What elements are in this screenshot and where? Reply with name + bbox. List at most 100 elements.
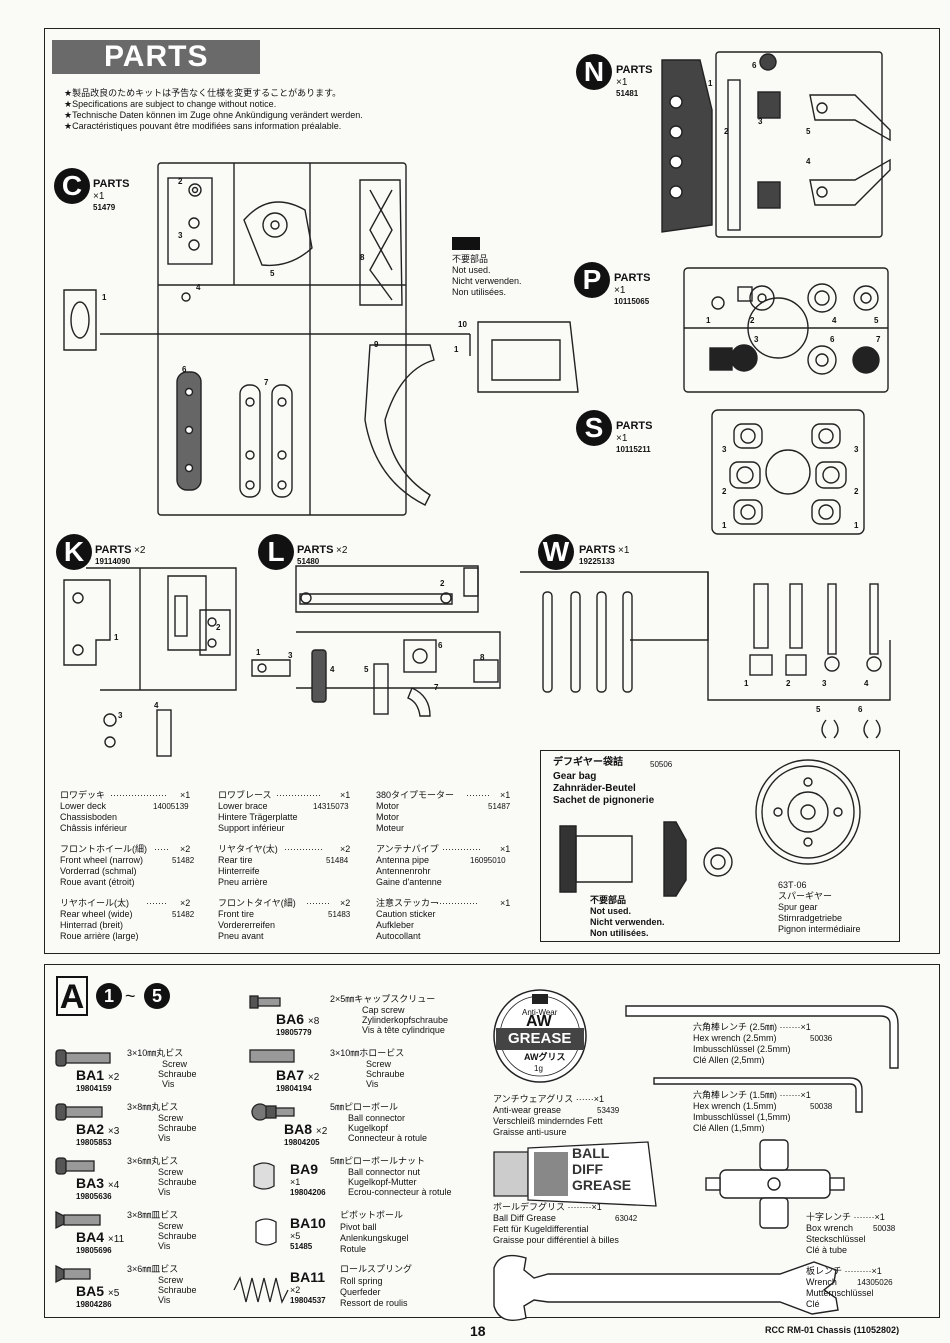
tool-fr: Clé Allen (2,5mm) bbox=[693, 1055, 765, 1065]
list-item-fr: Roue avant (étroit) bbox=[60, 877, 135, 887]
grease-code: 63042 bbox=[615, 1214, 638, 1223]
list-item-jp: ロワデッキ bbox=[60, 790, 106, 800]
sprue-n-qty: ×1 bbox=[616, 77, 628, 88]
tool-code: 14305026 bbox=[857, 1278, 893, 1287]
gear-bag-code: 50506 bbox=[650, 760, 673, 769]
part-number: 3 bbox=[722, 445, 727, 454]
notice-en: ★Specifications are subject to change wi… bbox=[64, 99, 277, 109]
screw-jp: 3×10㎜ホロービス bbox=[330, 1048, 405, 1058]
sprue-p-code: 10115065 bbox=[614, 297, 650, 306]
gear-bag-drawing bbox=[559, 759, 861, 897]
screw-fr: Ecrou-connecteur à rotule bbox=[348, 1187, 452, 1197]
part-number: 5 bbox=[816, 705, 821, 714]
screw-number: 19804205 bbox=[284, 1138, 320, 1147]
step-tilde: ~ bbox=[125, 986, 136, 1006]
part-number: 3 bbox=[178, 231, 183, 240]
aw-logo-word: GREASE bbox=[508, 1030, 572, 1047]
part-number: 1 bbox=[706, 316, 711, 325]
screw-de: Anlenkungskugel bbox=[340, 1233, 409, 1243]
screw-jp: 3×8㎜丸ビス bbox=[127, 1102, 179, 1112]
tool-jp: 板レンチ ·········×1 bbox=[806, 1266, 882, 1276]
sprue-l-qty: ×2 bbox=[336, 545, 348, 556]
sprue-n-code: 51481 bbox=[616, 89, 639, 98]
grease-code: 53439 bbox=[597, 1106, 620, 1115]
screw-qty: ×5 bbox=[290, 1231, 301, 1241]
screw-number: 19805853 bbox=[76, 1138, 112, 1147]
part-number: 4 bbox=[330, 665, 335, 674]
part-number: 1 bbox=[102, 293, 107, 302]
list-item-dots: ····· bbox=[154, 844, 169, 854]
list-item-dots: ······· bbox=[146, 898, 167, 908]
part-number: 1 bbox=[722, 521, 727, 530]
screw-fr: Vis bbox=[162, 1079, 175, 1089]
parts-frame bbox=[44, 28, 940, 954]
list-item-qty: ×1 bbox=[500, 898, 511, 908]
screw-de: Schraube bbox=[158, 1285, 197, 1295]
notice-de: ★Technische Daten können im Zuge ohne An… bbox=[64, 110, 363, 120]
grease-de: Verschleiß minderndes Fett bbox=[493, 1116, 603, 1126]
screw-en: Roll spring bbox=[340, 1276, 383, 1286]
tool-code: 50038 bbox=[810, 1102, 833, 1111]
list-item-jp: フロントホイール(細) bbox=[60, 844, 147, 854]
screw-en: Ball connector bbox=[348, 1113, 406, 1123]
not-used-de: Nicht verwenden. bbox=[452, 276, 522, 286]
grease-jp: ボールデフグリス ········×1 bbox=[493, 1202, 602, 1212]
list-item-code: 14005139 bbox=[153, 802, 189, 811]
part-number: 2 bbox=[216, 623, 221, 632]
part-number: 2 bbox=[750, 316, 755, 325]
screw-fr: Vis bbox=[158, 1295, 171, 1305]
tool-de: Steckschlüssel bbox=[806, 1234, 866, 1244]
part-number: 1 bbox=[854, 521, 859, 530]
spur-de: Stirnradgetriebe bbox=[778, 913, 843, 923]
list-item-qty: ×2 bbox=[340, 898, 351, 908]
list-item-en: Front tire bbox=[218, 909, 255, 919]
tool-en: Hex wrench (1.5mm) bbox=[693, 1101, 777, 1111]
part-number: 2 bbox=[440, 579, 445, 588]
screw-fr: Connecteur à rotule bbox=[348, 1133, 428, 1143]
part-number: 1 bbox=[114, 633, 119, 642]
list-item-jp: リヤタイヤ(太) bbox=[218, 844, 278, 854]
sprue-c-qty: ×1 bbox=[93, 191, 105, 202]
list-item-en: Rear wheel (wide) bbox=[60, 909, 133, 919]
gear-bag-de: Zahnräder-Beutel bbox=[553, 783, 636, 794]
screw-number: 19804194 bbox=[276, 1084, 312, 1093]
not-used-en: Not used. bbox=[452, 265, 491, 275]
list-item-jp: ロワブレース bbox=[218, 790, 272, 800]
gear-bag-en: Gear bag bbox=[553, 771, 597, 782]
sprue-p-qty: ×1 bbox=[614, 285, 626, 296]
screw-jp: 3×10㎜丸ビス bbox=[127, 1048, 184, 1058]
list-item-dots: ············· bbox=[442, 844, 481, 854]
screw-number: 19804537 bbox=[290, 1296, 326, 1305]
screw-number: 19804206 bbox=[290, 1188, 326, 1197]
sprue-k-code: 19114090 bbox=[95, 557, 131, 566]
screw-jp: 3×8㎜皿ビス bbox=[127, 1210, 179, 1220]
list-item-dots: ··············· bbox=[276, 790, 321, 800]
tool-en: Wrench bbox=[806, 1277, 837, 1287]
part-number: 6 bbox=[858, 705, 863, 714]
part-number: 2 bbox=[786, 679, 791, 688]
tool-code: 50038 bbox=[873, 1224, 896, 1233]
aw-logo-jp: AWグリス bbox=[524, 1052, 566, 1062]
list-item-en: Motor bbox=[376, 801, 400, 811]
tube-text-1: BALL bbox=[572, 1145, 610, 1161]
screw-en: Screw bbox=[158, 1113, 184, 1123]
part-number: 4 bbox=[864, 679, 869, 688]
screw-fr: Vis bbox=[158, 1133, 171, 1143]
list-item-qty: ×2 bbox=[180, 898, 191, 908]
sprue-l-badge: L bbox=[258, 534, 294, 570]
list-item-code: 51487 bbox=[488, 802, 511, 811]
list-item-fr: Châssis inférieur bbox=[60, 823, 128, 833]
gear-bag-jp: デフギヤー袋詰 bbox=[553, 757, 623, 768]
notice-fr: ★Caractéristiques pouvant être modifiées… bbox=[64, 121, 342, 131]
sprue-s-code: 10115211 bbox=[616, 445, 651, 454]
sprue-l-drawing: 1 2 3 4 5 6 7 8 bbox=[251, 565, 501, 717]
part-number: 7 bbox=[876, 335, 881, 344]
screw-code: BA3 ×4 bbox=[76, 1175, 120, 1192]
bag-a-letter: A bbox=[56, 976, 88, 1016]
sprue-p-drawing: 1 2 3 4 5 6 7 bbox=[683, 267, 889, 393]
grease-jp: アンチウェアグリス ······×1 bbox=[493, 1094, 604, 1104]
grease-fr: Graisse pour différentiel à billes bbox=[493, 1235, 619, 1245]
screw-number: 19804286 bbox=[76, 1300, 112, 1309]
screw-jp: 3×6㎜皿ビス bbox=[127, 1264, 179, 1274]
